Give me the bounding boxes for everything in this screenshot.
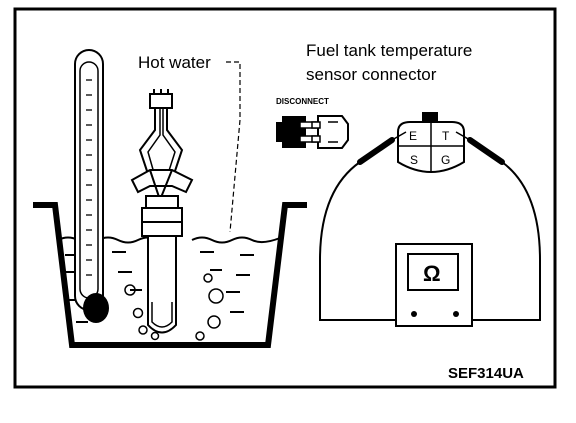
probe-right (455, 131, 505, 165)
probe-left (357, 131, 407, 165)
sensor-connector-title-line1: Fuel tank temperature (306, 41, 472, 60)
pin-s: S (410, 153, 418, 167)
ohmmeter-symbol: Ω (423, 261, 441, 286)
hot-water-leader (226, 61, 241, 233)
ohmmeter-icon (395, 243, 473, 327)
hot-water-tank (33, 202, 307, 348)
pin-t: T (442, 129, 450, 143)
sensor-icon (130, 89, 194, 334)
test-lead-left (319, 161, 412, 321)
thermometer-icon (74, 49, 109, 323)
figure-frame (13, 7, 557, 389)
figure-code: SEF314UA (448, 365, 524, 382)
pin-e: E (409, 129, 417, 143)
sensor-connector-title-line2: sensor connector (306, 65, 437, 84)
sensor-connector-face: E T S G (397, 112, 465, 173)
test-lead-right (458, 161, 541, 321)
hot-water-label: Hot water (138, 53, 211, 72)
pin-g: G (441, 153, 450, 167)
disconnect-label: DISCONNECT (276, 97, 329, 106)
disconnect-connector-icon (276, 115, 349, 149)
bubbles (124, 273, 224, 341)
